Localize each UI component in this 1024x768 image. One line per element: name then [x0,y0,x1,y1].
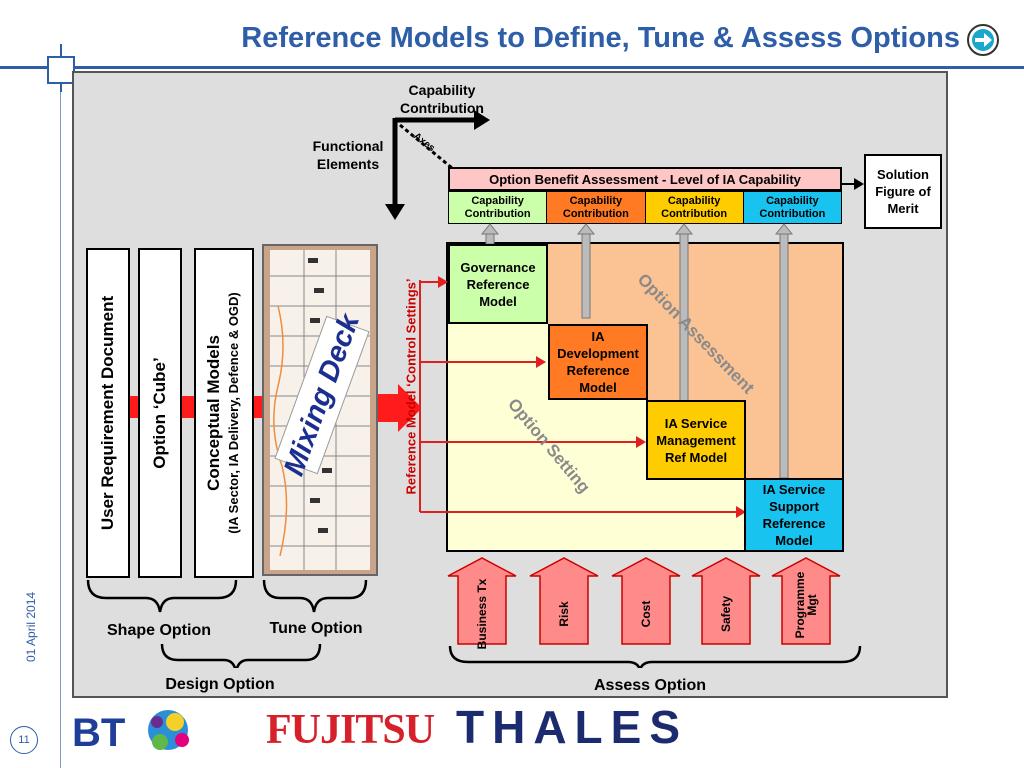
benefit-header: Option Benefit Assessment - Level of IA … [448,167,842,191]
axes-graphic [385,110,490,220]
development-model: IA Development Reference Model [548,324,648,400]
capability-cell: Capability Contribution [645,192,744,223]
option-setting-region [448,324,744,550]
fujitsu-logo: FUJITSU [266,707,435,753]
bt-logo: BT [72,700,212,762]
service-support-model: IA Service Support Reference Model [744,478,844,552]
slide-date: 01 April 2014 [24,591,38,662]
bt-logo-text: BT [72,711,125,755]
capability-axis-label: Capability Contribution [400,82,484,116]
control-arrows [419,276,746,518]
capability-cell: Capability Contribution [449,192,548,223]
solution-arrow [840,178,864,190]
thales-logo: THALES [456,701,688,753]
conceptual-box: Conceptual Models (IA Sector, IA Deliver… [194,248,254,578]
next-arrow-icon[interactable] [966,23,1000,57]
capability-connectors [480,223,794,479]
slide-title: Reference Models to Define, Tune & Asses… [241,22,960,54]
header-rule [0,66,1024,69]
design-option-label: Design Option [165,676,275,693]
shape-option-label: Shape Option [107,622,211,639]
crosshair-box [47,56,75,84]
assess-option-label: Assess Option [593,677,707,694]
cube-box: Option ‘Cube’ [138,248,182,578]
assess-arrows-graphic [447,557,841,645]
bt-logo-graphic: BT [72,710,189,755]
capability-cell: Capability Contribution [547,192,646,223]
governance-model: Governance Reference Model [448,244,548,324]
flow-arrow [130,384,420,432]
capability-cell: Capability Contribution [743,192,841,223]
page-number: 11 [10,726,38,754]
side-rule [60,92,61,768]
functional-axis-label: Functional Elements [312,138,384,172]
tune-option-label: Tune Option [269,620,363,637]
benefit-header-label: Option Benefit Assessment - Level of IA … [489,171,801,187]
service-management-model: IA Service Management Ref Model [646,400,746,480]
capability-row: Capability Contribution Capability Contr… [448,191,842,224]
urd-label: User Requirement Document [98,295,117,531]
urd-box: User Requirement Document [86,248,130,578]
braces [86,579,862,668]
solution-box: Solution Figure of Merit [864,154,942,229]
